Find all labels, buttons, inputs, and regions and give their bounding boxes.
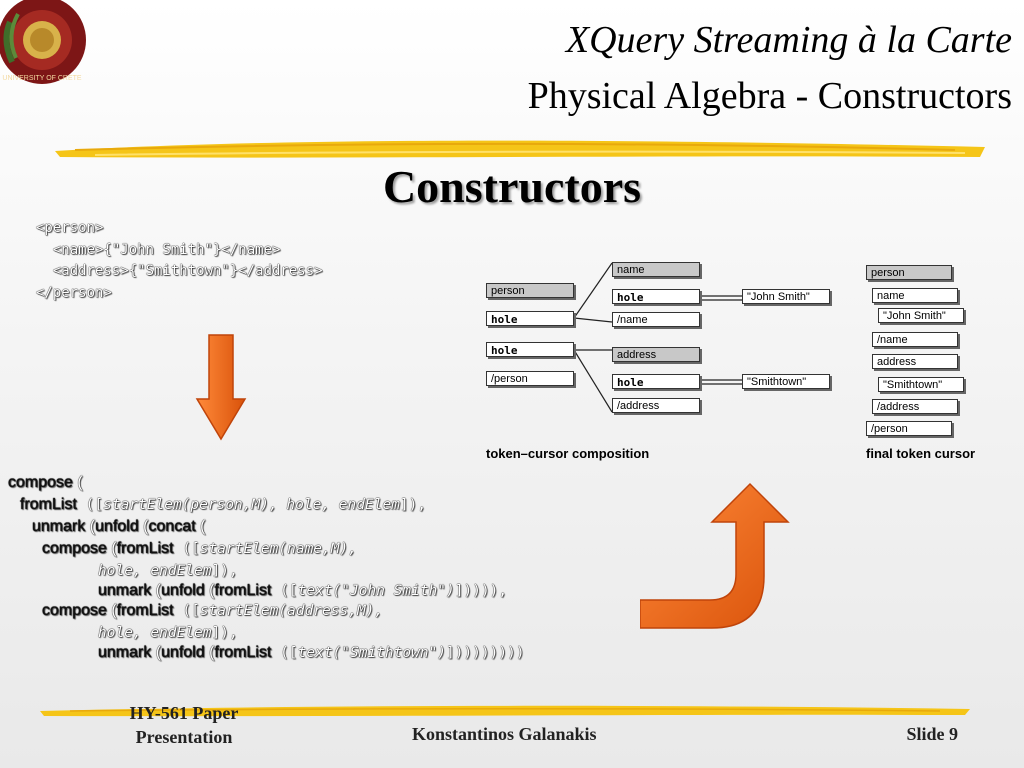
xml-line: <name>{"John Smith"}</name> [36, 241, 281, 258]
token-john-smith: "John Smith" [742, 289, 830, 304]
final-token-address: address [872, 354, 958, 369]
expr-compose: compose [8, 474, 73, 491]
final-token-person: person [866, 265, 952, 280]
slide-title-line1: XQuery Streaming à la Carte [565, 19, 1012, 61]
slide-title-line2: Physical Algebra - Constructors [527, 75, 1012, 117]
token-hole-name: hole [612, 289, 700, 304]
token-end-address: /address [612, 398, 700, 413]
footer-author: Konstantinos Galanakis [412, 724, 597, 744]
token-smithtown: "Smithtown" [742, 374, 830, 389]
token-hole: hole [486, 311, 574, 326]
token-address: address [612, 347, 700, 362]
token-hole-address: hole [612, 374, 700, 389]
token-end-person: /person [486, 371, 574, 386]
algebra-expression: compose ( fromList ([startElem(person,M)… [8, 474, 525, 661]
arrow-down-icon [195, 334, 247, 441]
decorative-yellow-stroke-top [55, 140, 985, 158]
final-token-end-name: /name [872, 332, 958, 347]
token-name: name [612, 262, 700, 277]
xml-line: <address>{"Smithtown"}</address> [36, 263, 323, 279]
xml-line: <person> [36, 220, 104, 236]
diagram-caption-right: final token cursor [866, 446, 976, 461]
decorative-yellow-stroke-bottom [40, 705, 970, 717]
token-end-name: /name [612, 312, 700, 327]
university-of-crete-logo: UNIVERSITY OF CRETE [0, 0, 86, 84]
final-token-name: name [872, 288, 958, 303]
final-token-smithtown: "Smithtown" [878, 377, 964, 392]
token-hole: hole [486, 342, 574, 357]
final-token-john-smith: "John Smith" [878, 308, 964, 323]
final-token-end-person: /person [866, 421, 952, 436]
footer-slide-number: Slide 9 [906, 724, 958, 744]
token-person: person [486, 283, 574, 298]
xml-code-block: <person> <name>{"John Smith"}</name> <ad… [36, 218, 323, 304]
logo-text: UNIVERSITY OF CRETE [2, 75, 82, 82]
curved-arrow-up-icon [640, 482, 790, 629]
final-token-end-address: /address [872, 399, 958, 414]
expr-fromlist: fromList [20, 496, 77, 513]
slide-heading: Constructors [382, 161, 642, 212]
xml-line: </person> [36, 284, 112, 301]
diagram-caption-left: token–cursor composition [486, 446, 650, 461]
footer-course: HY-561 Paper Presentation [129, 703, 239, 747]
